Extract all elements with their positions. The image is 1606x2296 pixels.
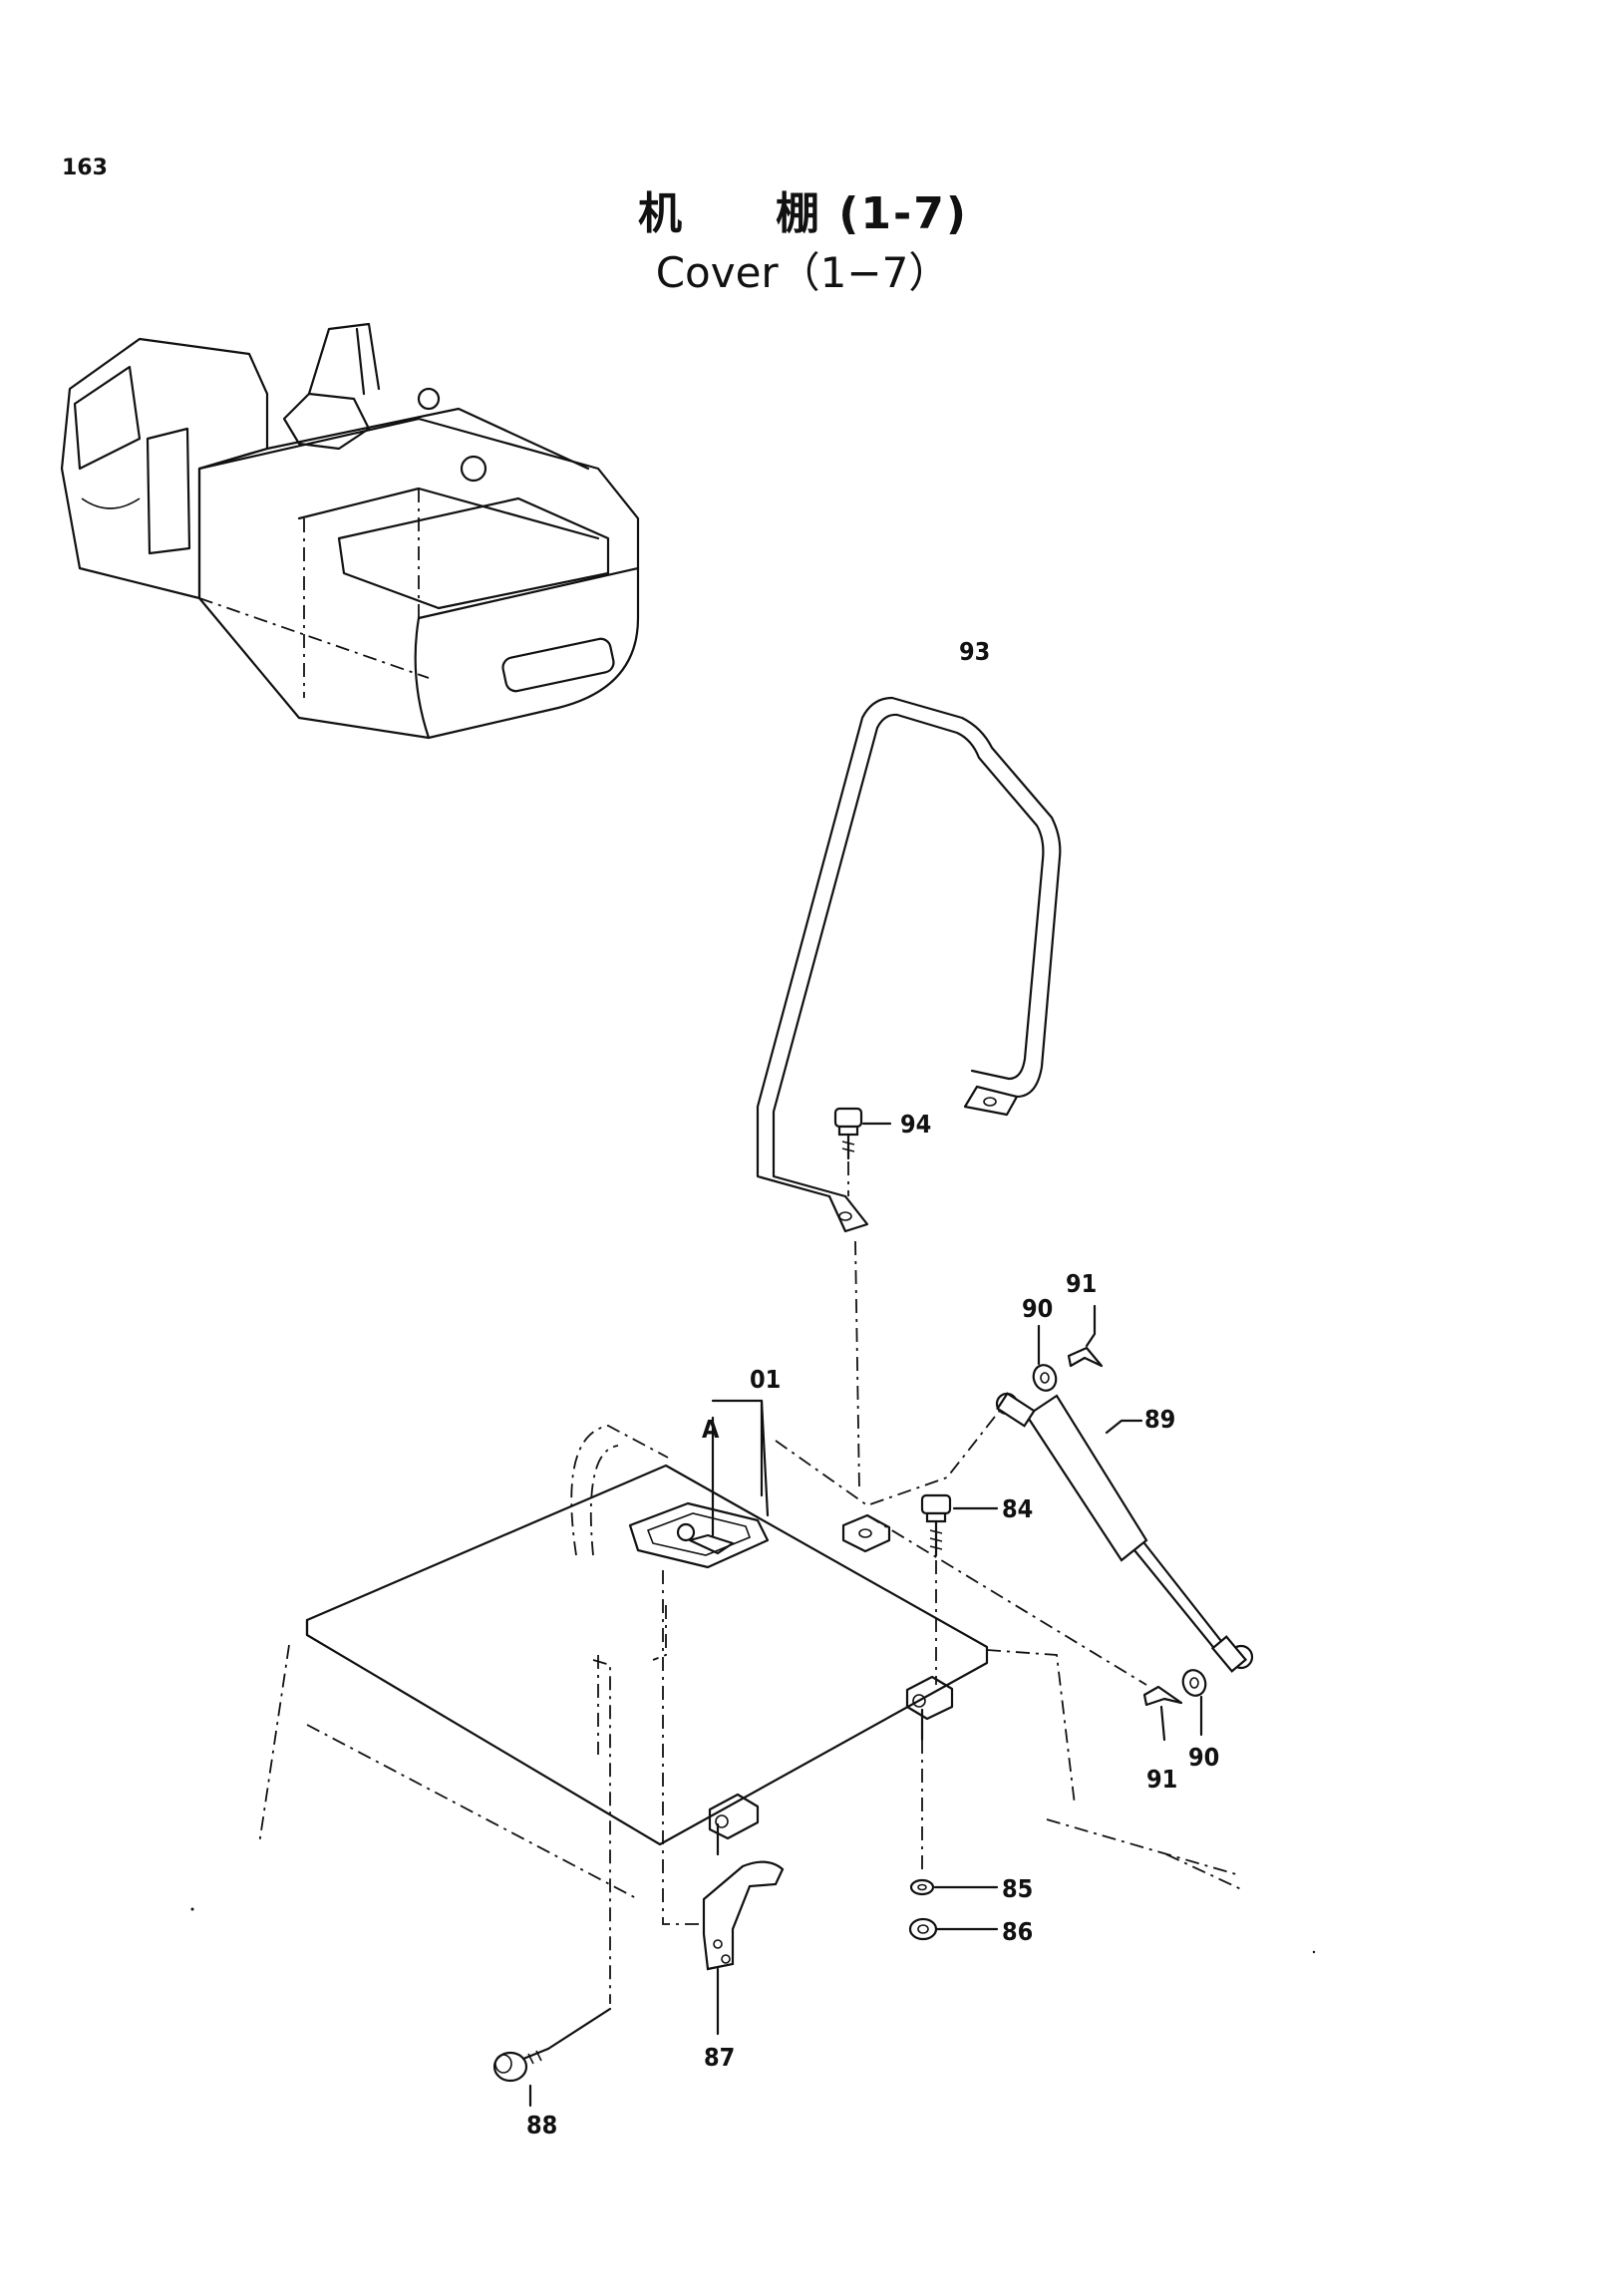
washer-90-lower: [1181, 1669, 1207, 1737]
callout-84: 84: [1002, 1494, 1033, 1523]
speck: [1312, 1950, 1316, 1954]
leader-01: [711, 1399, 764, 1497]
clip-91-upper: [1067, 1304, 1104, 1368]
title-chinese: 机 棚 (1-7): [637, 188, 969, 239]
bolt-94: [833, 1107, 892, 1196]
latch-87: [702, 1860, 785, 2036]
clip-91-lower: [1142, 1685, 1183, 1742]
callout-91-upper: 91: [1066, 1269, 1097, 1298]
callout-90-upper: 90: [1022, 1294, 1053, 1323]
callout-90-lower: 90: [1188, 1743, 1219, 1772]
gas-spring-89: [995, 1392, 1254, 1673]
bolt-88: [492, 2007, 612, 2108]
handrail-93: [756, 696, 1062, 1233]
callout-91-lower: 91: [1146, 1765, 1177, 1794]
cover-panel-01: [258, 1407, 1242, 2004]
speck: [190, 1907, 194, 1911]
nut-86: [908, 1917, 999, 1941]
leader-94: [854, 1240, 860, 1491]
callout-94: 94: [900, 1110, 931, 1139]
excavator-overview: [60, 322, 640, 740]
callout-01: 01: [750, 1365, 781, 1394]
washer-85: [909, 1878, 999, 1896]
callout-85: 85: [1002, 1874, 1033, 1903]
leader-01b: [760, 1399, 770, 1517]
callout-88: 88: [526, 2111, 557, 2139]
callout-A: A: [702, 1415, 720, 1444]
callout-93: 93: [959, 637, 990, 666]
callout-87: 87: [704, 2043, 735, 2072]
title-english: Cover（1−7）: [655, 248, 951, 297]
washer-90-upper: [1032, 1324, 1058, 1392]
page-number: 163: [62, 156, 108, 180]
bolt-84: [920, 1493, 999, 1685]
callout-86: 86: [1002, 1917, 1033, 1946]
callout-89: 89: [1144, 1405, 1175, 1434]
